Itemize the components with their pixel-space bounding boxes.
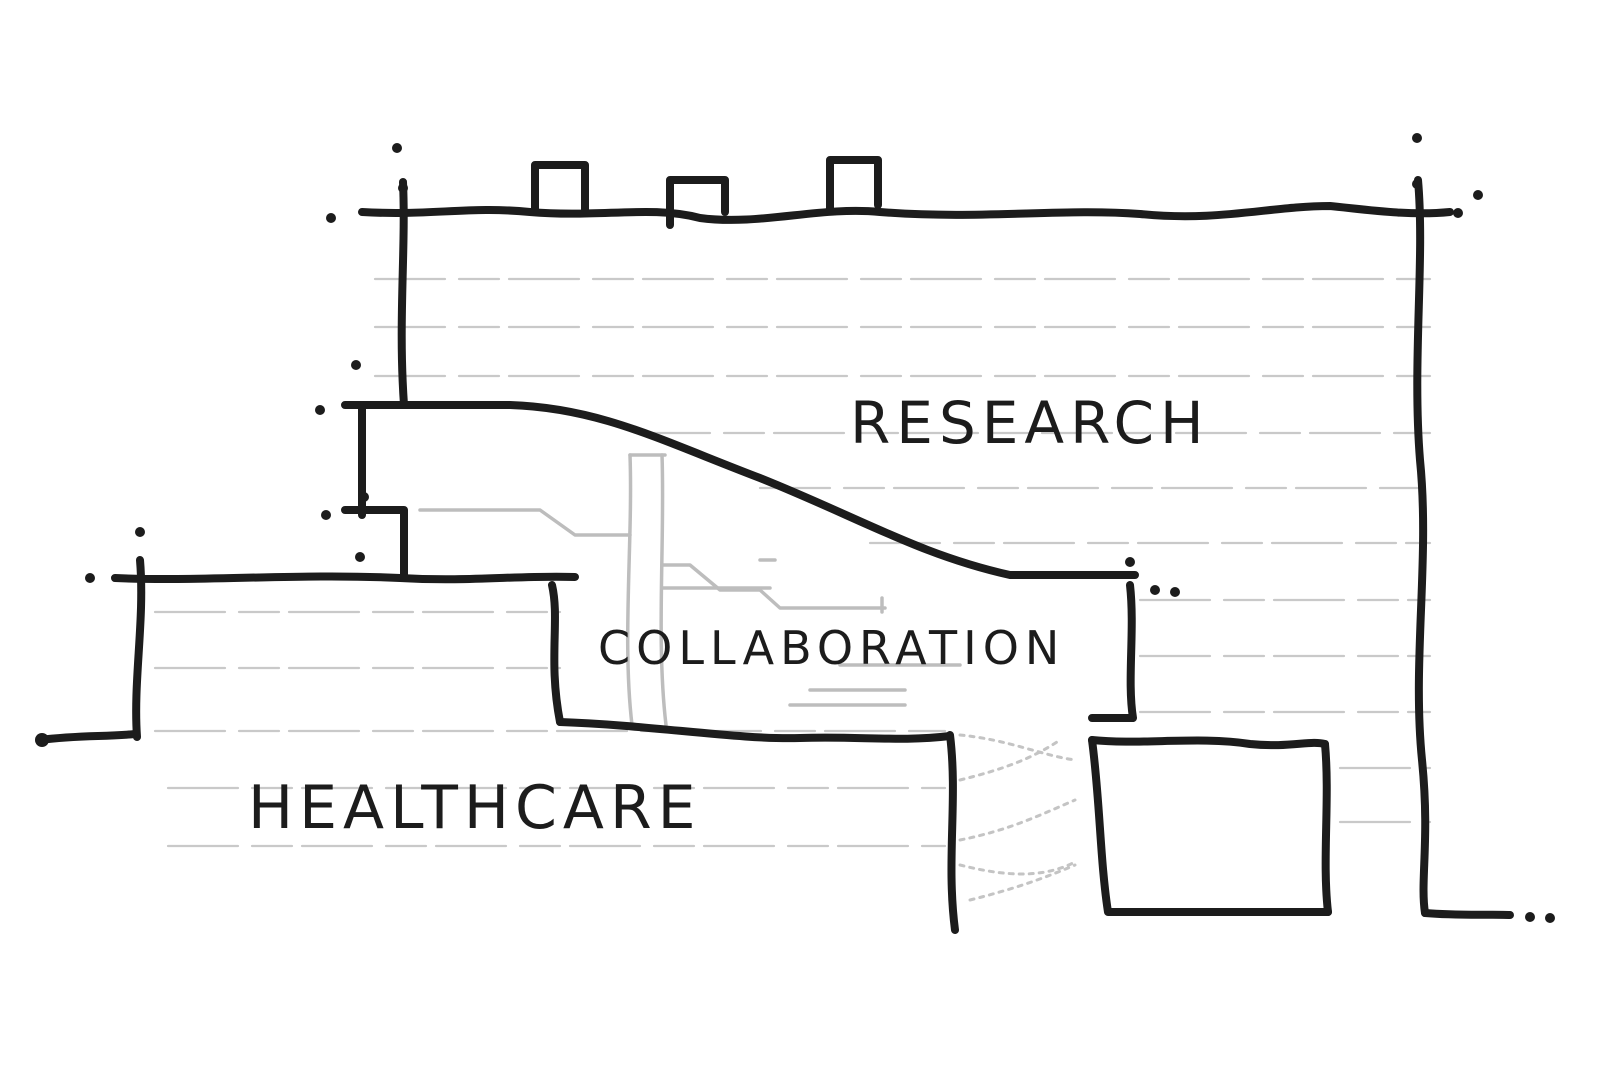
research-label: RESEARCH [850, 389, 1210, 457]
gridline-dots [35, 133, 1555, 923]
research-hatching [373, 277, 1432, 824]
healthcare-label: HEALTHCARE [248, 773, 702, 843]
stair-ghost-lines [418, 453, 1077, 902]
healthcare-hatching [153, 610, 947, 848]
collaboration-label: COLLABORATION [598, 621, 1065, 675]
building-outline [36, 156, 1514, 934]
